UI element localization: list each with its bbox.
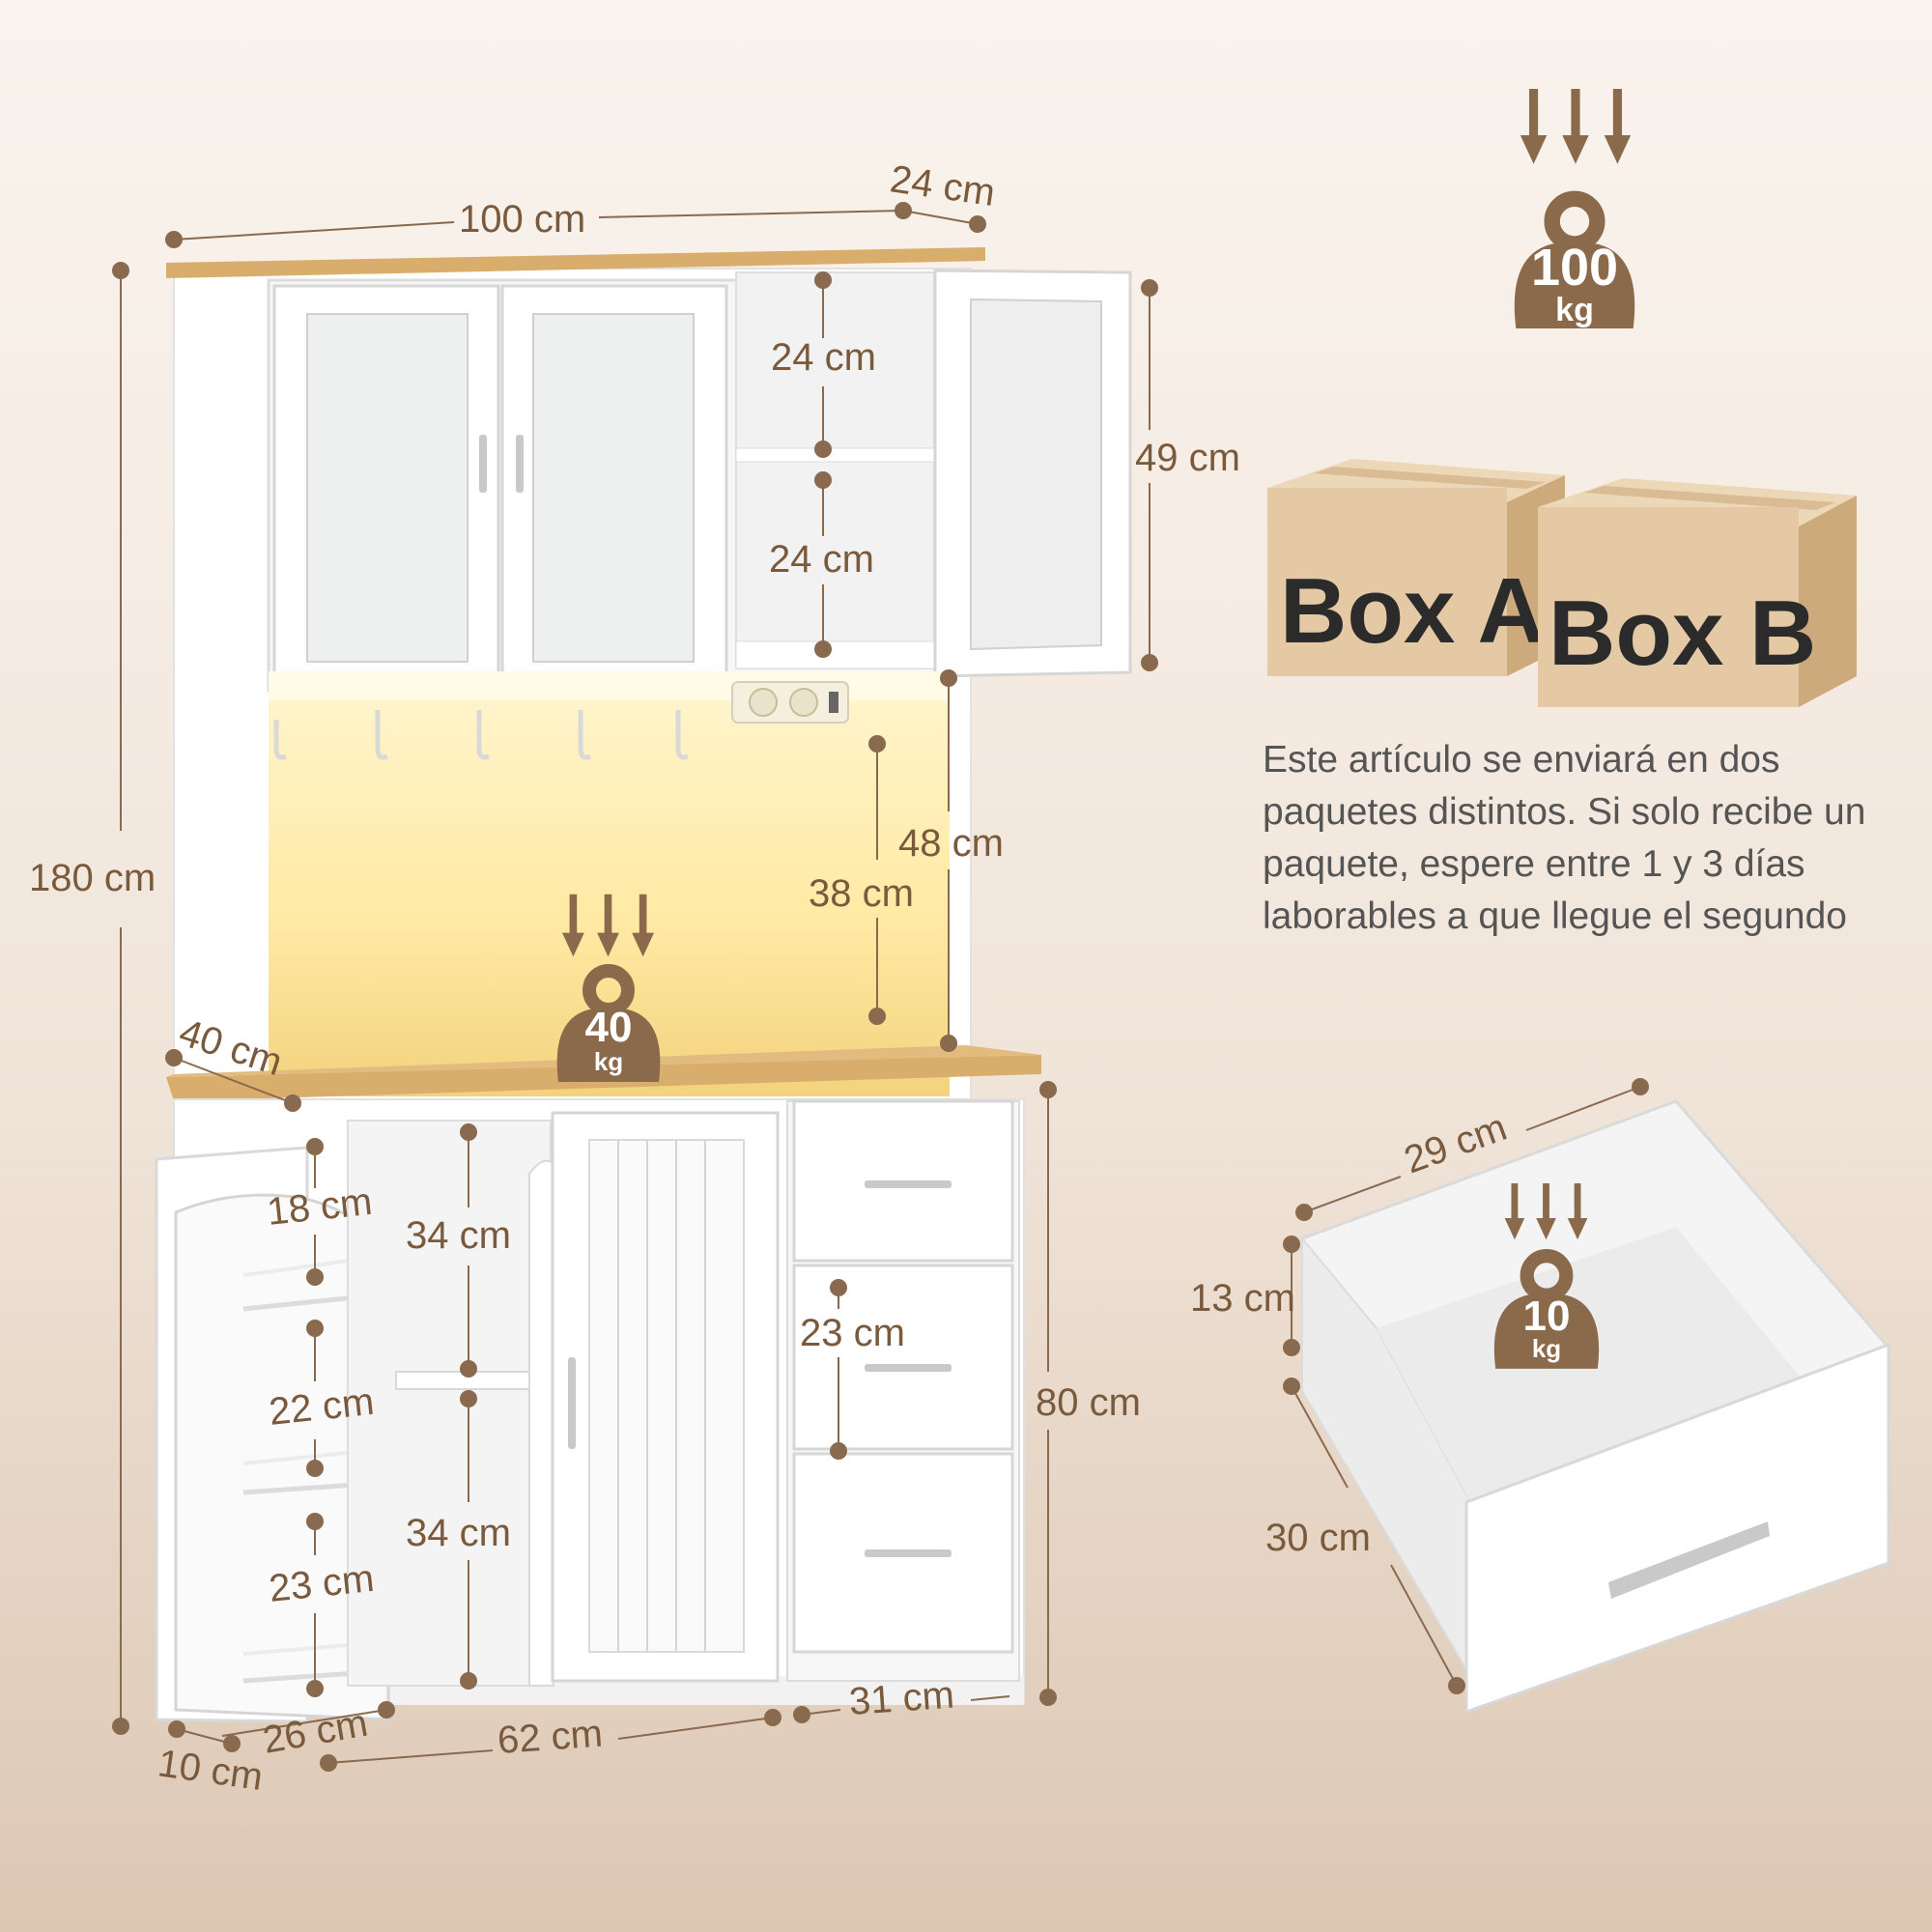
box-a-label: Box A: [1280, 559, 1545, 663]
box-b-tape: [1584, 486, 1835, 510]
box-b-side: [1799, 496, 1857, 707]
dimension-lines: [112, 202, 1158, 1772]
counter-arrows-icon: [562, 894, 654, 957]
dim-cabinet-lower: 34 cm: [406, 1512, 511, 1554]
total-weight-value: 100: [1531, 239, 1618, 297]
drawer-dimension-lines: [1283, 1078, 1649, 1694]
package-box-a: Box A: [1267, 459, 1565, 676]
socket-2: [789, 688, 818, 717]
door-handle-left: [479, 435, 487, 493]
cabinet-interior: [347, 1120, 552, 1687]
shipping-note: Este artículo se enviará en dos paquetes…: [1263, 739, 1866, 937]
glass-pane-left: [306, 313, 469, 663]
dim-shelf-upper: 24 cm: [771, 336, 876, 379]
slat-lines: [617, 1140, 706, 1652]
drawer-dim-height: 13 cm: [1190, 1277, 1295, 1320]
drawer-2-handle: [865, 1364, 952, 1372]
counter-weight-value: 40: [585, 1004, 633, 1051]
door-handle-middle: [516, 435, 524, 493]
drawer-2: [792, 1264, 1014, 1451]
package-box-b: Box B: [1538, 478, 1857, 707]
counter-weight-unit: kg: [594, 1047, 623, 1076]
compartment-shelf: [735, 447, 935, 463]
cabinet-illustration: [155, 247, 1132, 1723]
total-arrows-icon: [1520, 89, 1632, 164]
drawer-weight: 10 kg: [1494, 1183, 1599, 1369]
dim-shelf-lower: 24 cm: [769, 538, 874, 581]
dim-nook-outer: 48 cm: [898, 822, 1004, 865]
box-a-tape: [1314, 467, 1546, 489]
drawer-1-handle: [865, 1180, 952, 1188]
dim-cabinet-width: 62 cm: [497, 1712, 605, 1761]
dim-drawer-height: 23 cm: [800, 1312, 905, 1354]
drawer-detail-handle: [1608, 1521, 1770, 1599]
compartment-bottom: [735, 640, 935, 669]
total-weight-unit: kg: [1555, 292, 1594, 328]
drawer-detail-front: [1464, 1342, 1890, 1715]
dim-nook-inner: 38 cm: [809, 872, 914, 915]
glass-pane-middle: [532, 313, 695, 663]
box-b-label: Box B: [1548, 582, 1816, 685]
dim-base-height: 80 cm: [1036, 1381, 1141, 1424]
drawer-dim-depth: 30 cm: [1265, 1517, 1371, 1559]
drawer-weight-value: 10: [1523, 1293, 1571, 1340]
drawer-arrows-icon: [1504, 1183, 1588, 1240]
counter-weight: 40 kg: [557, 894, 661, 1082]
dim-drawer-width: 31 cm: [848, 1673, 956, 1722]
total-weight: 100 kg: [1515, 89, 1634, 328]
socket-1: [749, 688, 778, 717]
usb-ports: [829, 692, 838, 713]
slatted-panel: [588, 1139, 745, 1653]
drawer-weight-unit: kg: [1532, 1334, 1561, 1363]
slatted-door-handle: [568, 1357, 576, 1449]
drawer-3-handle: [865, 1549, 952, 1557]
open-compartment: [735, 271, 935, 669]
dim-width-total: 100 cm: [459, 198, 585, 241]
dim-rack-width: 10 cm: [156, 1742, 266, 1799]
top-wood-panel: [166, 247, 985, 278]
dim-height-total: 180 cm: [29, 857, 156, 899]
dim-cabinet-upper: 34 cm: [406, 1214, 511, 1257]
hooks: [273, 710, 689, 760]
dim-hutch-height: 49 cm: [1135, 437, 1240, 479]
drawer-detail: [1299, 1099, 1891, 1715]
box-a-front: [1267, 488, 1507, 676]
cabinet-door-edge: [528, 1159, 554, 1687]
open-glass-pane: [970, 298, 1102, 651]
box-b-front: [1538, 507, 1799, 707]
